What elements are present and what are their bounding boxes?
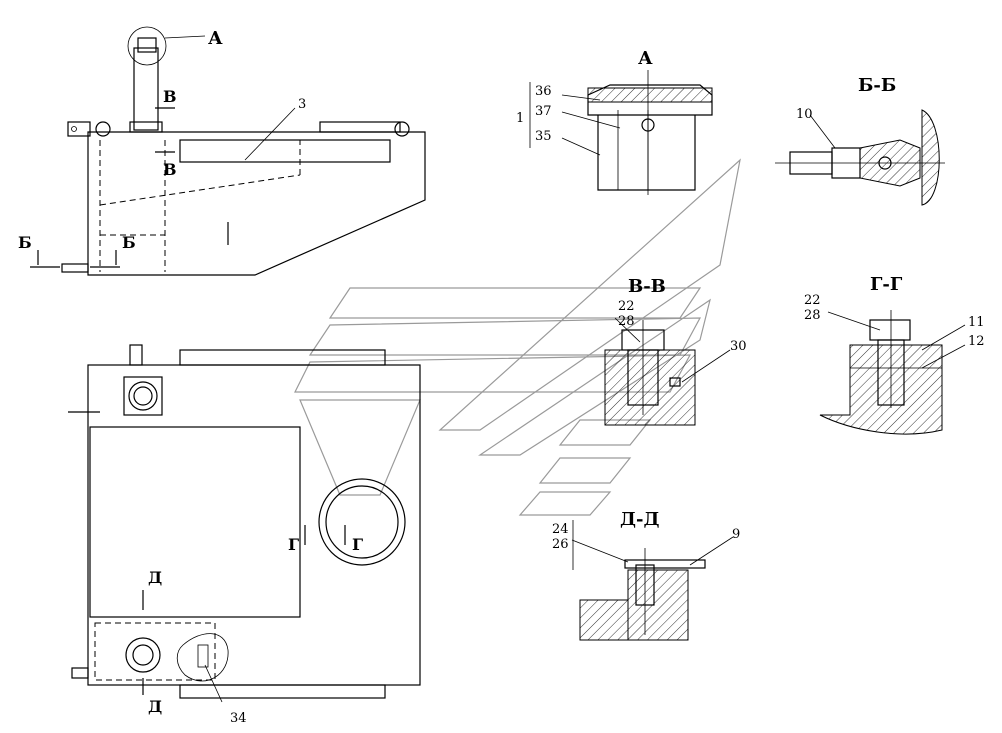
position-34: 34 bbox=[230, 711, 247, 726]
marker-d-top: Д bbox=[148, 568, 162, 587]
tank-plan-view bbox=[68, 344, 421, 699]
view-title-vv: В-В bbox=[628, 276, 666, 297]
position-28-vv: 28 bbox=[618, 314, 635, 329]
view-title-gg: Г-Г bbox=[870, 274, 903, 295]
position-37: 37 bbox=[535, 104, 552, 119]
position-28-gg: 28 bbox=[804, 308, 821, 323]
position-22-vv: 22 bbox=[618, 299, 635, 314]
position-3: 3 bbox=[298, 97, 306, 112]
position-30: 30 bbox=[730, 339, 747, 354]
leader-lines bbox=[164, 35, 966, 703]
marker-v-top: В bbox=[163, 87, 177, 106]
position-24: 24 bbox=[552, 522, 569, 537]
tank-side-view bbox=[61, 26, 426, 276]
position-35: 35 bbox=[535, 129, 552, 144]
detail-vv bbox=[604, 320, 696, 426]
view-title-dd: Д-Д bbox=[620, 509, 659, 530]
position-22-gg: 22 bbox=[804, 293, 821, 308]
view-title-bb: Б-Б bbox=[858, 75, 896, 96]
marker-b-left: Б bbox=[18, 233, 32, 252]
marker-v-bottom: В bbox=[163, 160, 177, 179]
position-12: 12 bbox=[968, 334, 985, 349]
marker-b-right: Б bbox=[122, 233, 136, 252]
marker-a: А bbox=[208, 28, 223, 49]
detail-bb bbox=[775, 109, 945, 206]
section-marker-lines bbox=[30, 107, 346, 695]
detail-gg bbox=[819, 310, 943, 435]
detail-a bbox=[587, 70, 713, 195]
position-10: 10 bbox=[796, 107, 813, 122]
position-11: 11 bbox=[968, 315, 985, 330]
marker-g-left: Г bbox=[288, 535, 299, 554]
position-26: 26 bbox=[552, 537, 569, 552]
position-36: 36 bbox=[535, 84, 552, 99]
position-9: 9 bbox=[732, 527, 740, 542]
marker-g-right: Г bbox=[352, 535, 363, 554]
marker-d-bottom: Д bbox=[148, 697, 162, 716]
detail-dd bbox=[579, 548, 706, 641]
position-1: 1 bbox=[516, 111, 524, 126]
watermark-logo bbox=[294, 158, 741, 516]
view-title-a: А bbox=[638, 48, 653, 69]
